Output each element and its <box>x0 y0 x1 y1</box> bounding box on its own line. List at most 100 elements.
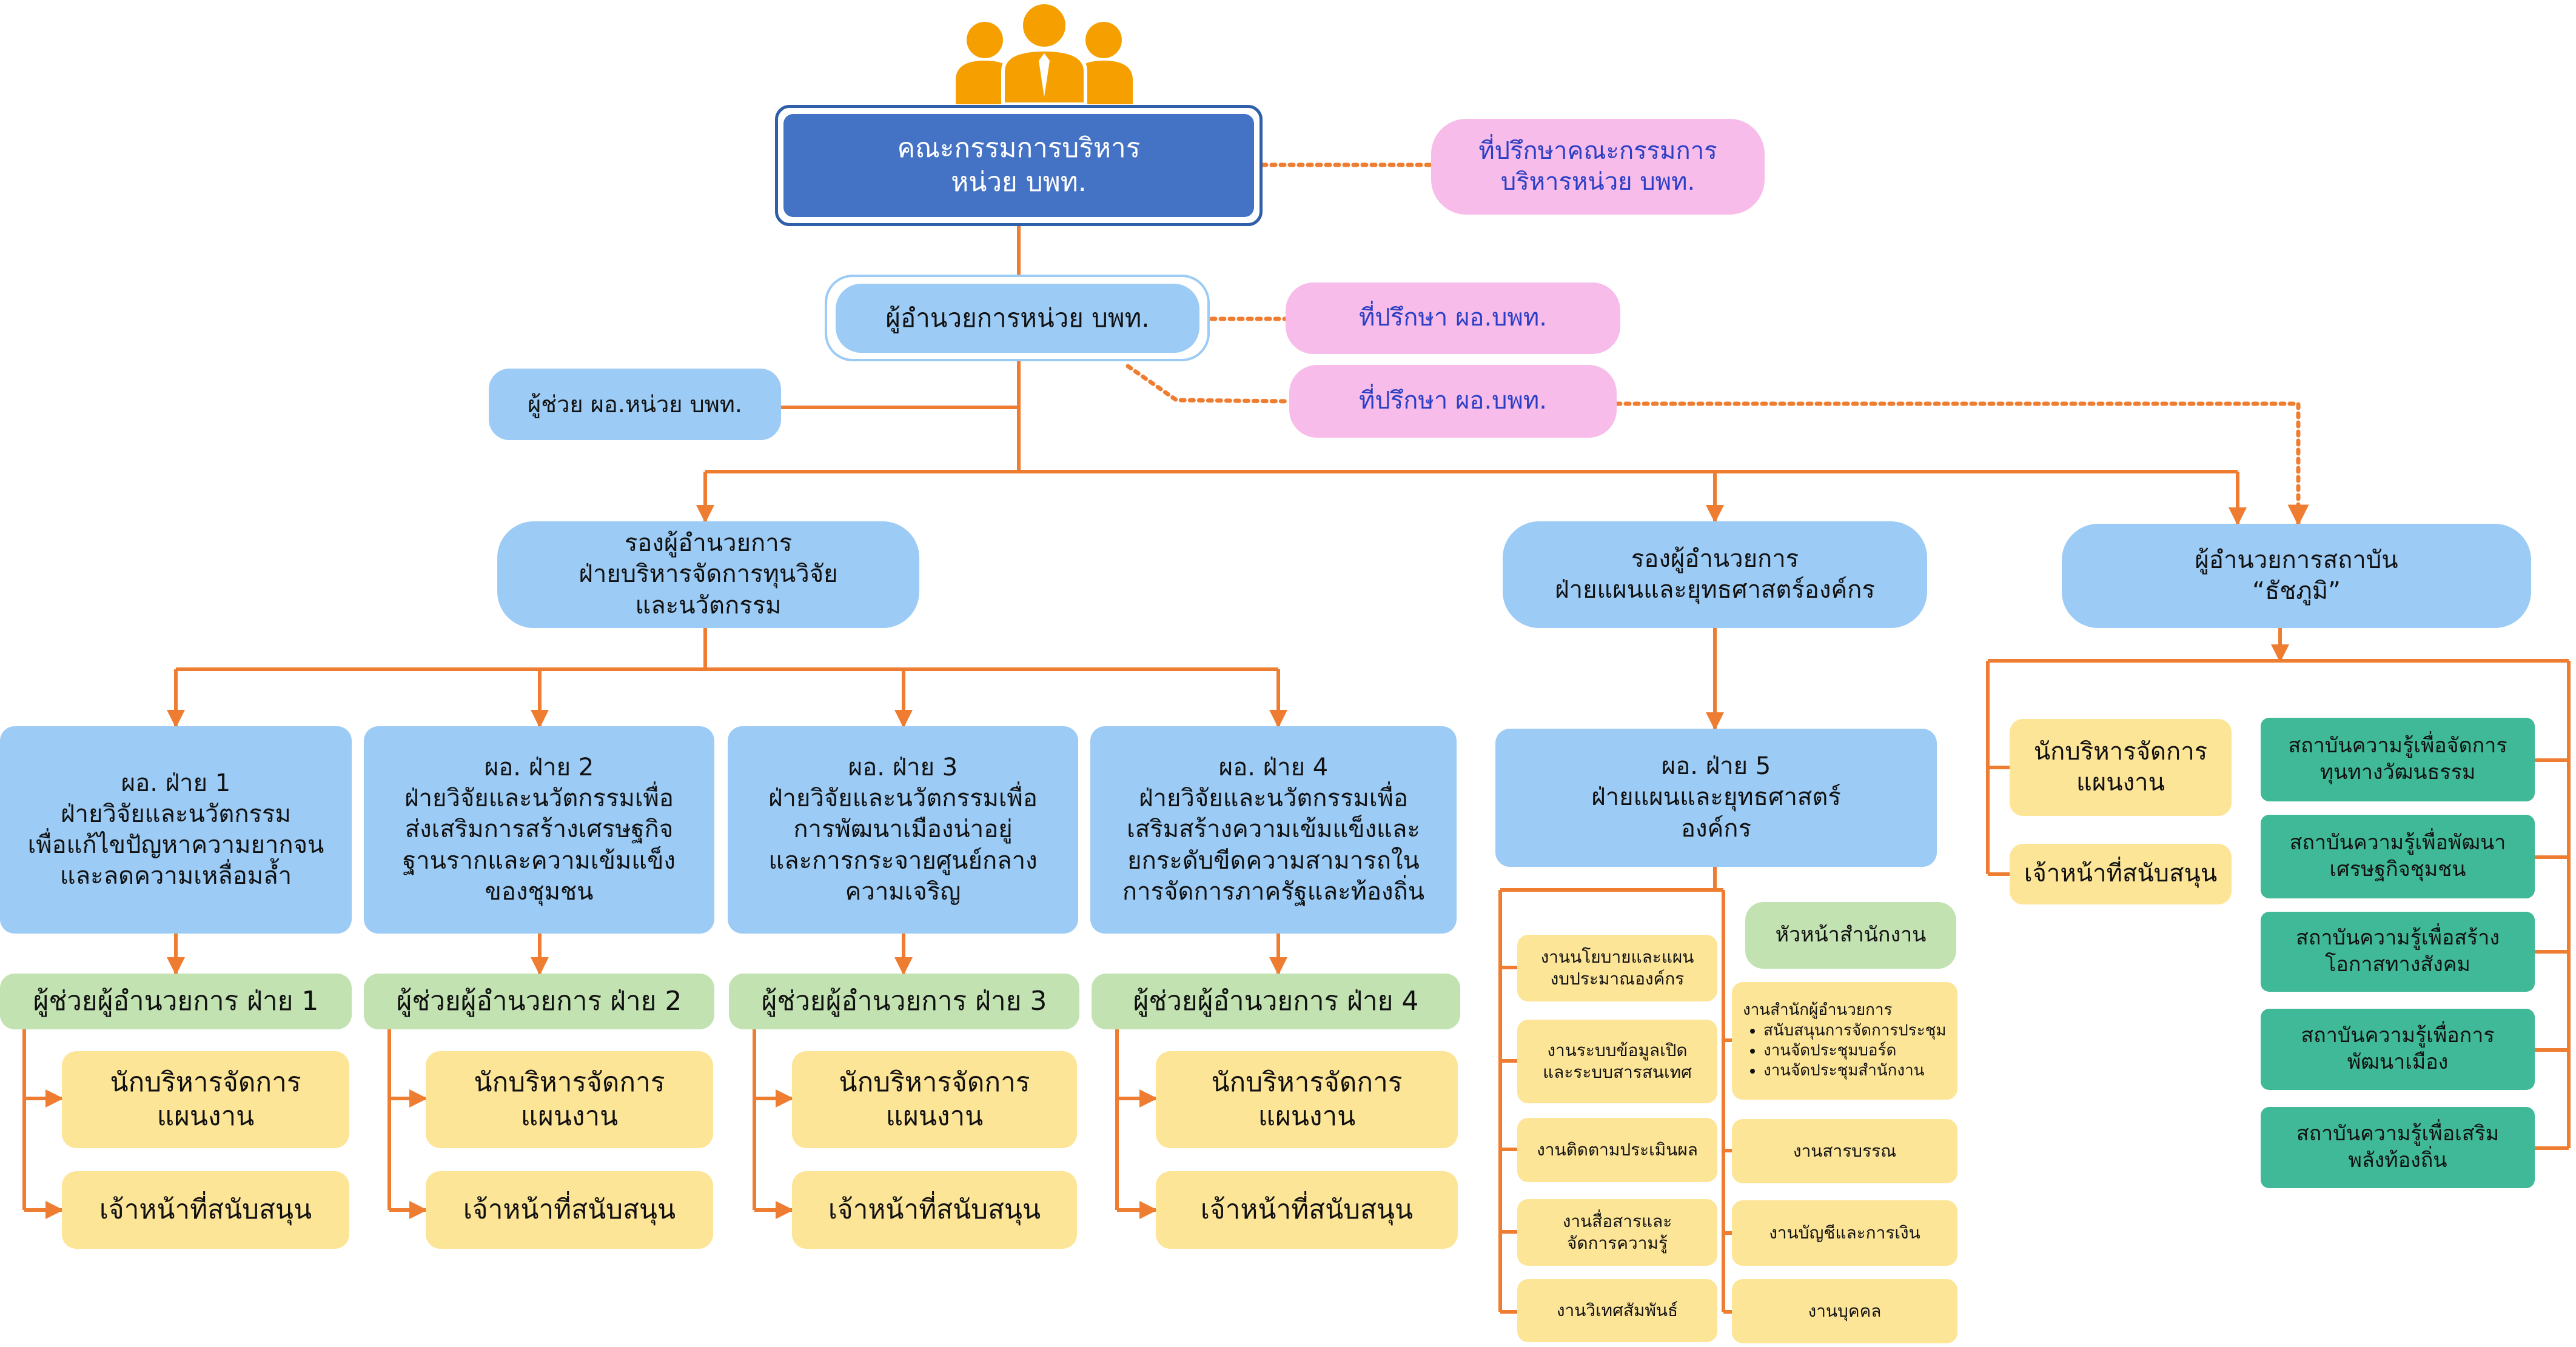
division-1-line: เพื่อแก้ไขปัญหาความยากจน <box>27 831 324 859</box>
division-1-line: ฝ่ายวิจัยและนวัตกรรม <box>61 800 291 828</box>
institute-planner-box[interactable]: นักบริหารจัดการ แผนงาน <box>2010 719 2232 816</box>
director-office-title: งานสำนักผู้อำนวยการ <box>1743 1001 1893 1020</box>
division-1-assistant-box[interactable]: ผู้ช่วยผู้อำนวยการ ฝ่าย 1 <box>0 974 352 1029</box>
director-box[interactable]: ผู้อำนวยการหน่วย บพท. <box>836 284 1199 353</box>
division-2-assistant-label: ผู้ช่วยผู้อำนวยการ ฝ่าย 2 <box>396 985 682 1017</box>
division-1-box[interactable]: ผอ. ฝ่าย 1 ฝ่ายวิจัยและนวัตกรรม เพื่อแก้… <box>0 726 352 934</box>
division-1-support-box[interactable]: เจ้าหน้าที่สนับสนุน <box>62 1171 349 1249</box>
division-2-planner-box[interactable]: นักบริหารจัดการ แผนงาน <box>426 1051 713 1148</box>
director-office-item: สนับสนุนการจัดการประชุม <box>1763 1021 1947 1041</box>
division-4-assistant-box[interactable]: ผู้ช่วยผู้อำนวยการ ฝ่าย 4 <box>1092 974 1460 1029</box>
div5-office-task-box[interactable]: งานสารบรรณ <box>1732 1119 1957 1183</box>
division-3-support-box[interactable]: เจ้าหน้าที่สนับสนุน <box>792 1171 1077 1249</box>
institute-line: โอกาสทางสังคม <box>2325 952 2470 977</box>
institute-line: สถาบันความรู้เพื่อจัดการ <box>2288 734 2507 758</box>
division-1-assistant-label: ผู้ช่วยผู้อำนวยการ ฝ่าย 1 <box>33 985 319 1017</box>
division-3-assistant-label: ผู้ช่วยผู้อำนวยการ ฝ่าย 3 <box>761 985 1047 1017</box>
division-3-assistant-box[interactable]: ผู้ช่วยผู้อำนวยการ ฝ่าย 3 <box>729 974 1079 1029</box>
office-head-box[interactable]: หัวหน้าสำนักงาน <box>1745 902 1956 969</box>
div5-task-box[interactable]: งานระบบข้อมูลเปิด และระบบสารสนเทศ <box>1517 1020 1717 1103</box>
deputy-1-box[interactable]: รองผู้อำนวยการ ฝ่ายบริหารจัดการทุนวิจัย … <box>497 521 919 628</box>
division-4-assistant-label: ผู้ช่วยผู้อำนวยการ ฝ่าย 4 <box>1133 985 1419 1017</box>
institute-box[interactable]: สถาบันความรู้เพื่อจัดการ ทุนทางวัฒนธรรม <box>2261 718 2535 801</box>
institute-director-box[interactable]: ผู้อำนวยการสถาบัน “ธัชภูมิ” <box>2062 524 2531 628</box>
deputy-2-box[interactable]: รองผู้อำนวยการ ฝ่ายแผนและยุทธศาสตร์องค์ก… <box>1503 521 1927 628</box>
division-1-planner-line: นักบริหารจัดการ <box>110 1066 301 1098</box>
board-line2: หน่วย บพท. <box>951 167 1087 198</box>
division-1-line: ผอ. ฝ่าย 1 <box>121 769 231 797</box>
assistant-director-box[interactable]: ผู้ช่วย ผอ.หน่วย บพท. <box>489 369 781 440</box>
office-head-label: หัวหน้าสำนักงาน <box>1775 923 1927 948</box>
board-advisor-line2: บริหารหน่วย บพท. <box>1500 168 1696 196</box>
division-2-support-box[interactable]: เจ้าหน้าที่สนับสนุน <box>426 1171 713 1249</box>
director-advisor-1-label: ที่ปรึกษา ผอ.บพท. <box>1358 304 1548 332</box>
div5-office-task-label: งานสารบรรณ <box>1793 1141 1897 1161</box>
division-1-planner-box[interactable]: นักบริหารจัดการ แผนงาน <box>62 1051 349 1148</box>
director-office-list: สนับสนุนการจัดการประชุม งานจัดประชุมบอร์… <box>1743 1021 1947 1081</box>
division-4-box[interactable]: ผอ. ฝ่าย 4 ฝ่ายวิจัยและนวัตกรรมเพื่อ เสร… <box>1090 726 1457 934</box>
director-advisor-box-1[interactable]: ที่ปรึกษา ผอ.บพท. <box>1286 282 1620 354</box>
division-1-support-label: เจ้าหน้าที่สนับสนุน <box>99 1194 312 1225</box>
div5-task-box[interactable]: งานนโยบายและแผน งบประมาณองค์กร <box>1517 935 1717 1001</box>
director-office-item: งานจัดประชุมสำนักงาน <box>1763 1061 1947 1081</box>
div5-task-line: งานระบบข้อมูลเปิด <box>1547 1040 1688 1061</box>
deputy-2-line2: ฝ่ายแผนและยุทธศาสตร์องค์กร <box>1555 576 1875 604</box>
institute-line: สถาบันความรู้เพื่อการ <box>2301 1023 2495 1048</box>
division-1-planner-line: แผนงาน <box>156 1101 255 1132</box>
division-3-support-label: เจ้าหน้าที่สนับสนุน <box>828 1194 1041 1225</box>
director-advisor-2-dotted-line <box>1125 364 1292 404</box>
division-3-line: ฝ่ายวิจัยและนวัตกรรมเพื่อ <box>768 784 1038 813</box>
div5-task-box[interactable]: งานติดตามประเมินผล <box>1517 1118 1717 1182</box>
institute-director-line1: ผู้อำนวยการสถาบัน <box>2195 546 2398 574</box>
institute-support-box[interactable]: เจ้าหน้าที่สนับสนุน <box>2010 844 2232 904</box>
director-office-item: งานจัดประชุมบอร์ด <box>1763 1041 1947 1061</box>
director-advisor-box-2[interactable]: ที่ปรึกษา ผอ.บพท. <box>1289 365 1617 438</box>
div5-task-line: งานติดตามประเมินผล <box>1537 1140 1698 1160</box>
board-advisor-box[interactable]: ที่ปรึกษาคณะกรรมการ บริหารหน่วย บพท. <box>1431 119 1765 215</box>
division-5-box[interactable]: ผอ. ฝ่าย 5 ฝ่ายแผนและยุทธศาสตร์ องค์กร <box>1495 729 1937 867</box>
division-4-support-box[interactable]: เจ้าหน้าที่สนับสนุน <box>1156 1171 1458 1249</box>
board-box[interactable]: คณะกรรมการบริหาร หน่วย บพท. <box>783 114 1254 217</box>
director-label: ผู้อำนวยการหน่วย บพท. <box>885 303 1150 333</box>
division-2-line: ฐานรากและความเข้มแข็ง <box>403 846 676 875</box>
director-office-box[interactable]: งานสำนักผู้อำนวยการ สนับสนุนการจัดการประ… <box>1732 982 1957 1100</box>
institute-box[interactable]: สถาบันความรู้เพื่อพัฒนา เศรษฐกิจชุมชน <box>2261 815 2535 898</box>
division-2-planner-line: นักบริหารจัดการ <box>474 1066 665 1098</box>
deputy-2-line1: รองผู้อำนวยการ <box>1631 544 1799 573</box>
deputy-1-line2: ฝ่ายบริหารจัดการทุนวิจัย <box>579 560 838 589</box>
institute-support-label: เจ้าหน้าที่สนับสนุน <box>2024 860 2218 888</box>
div5-office-task-box[interactable]: งานบุคคล <box>1732 1279 1957 1343</box>
institute-box[interactable]: สถาบันความรู้เพื่อการ พัฒนาเมือง <box>2261 1009 2535 1090</box>
board-line1: คณะกรรมการบริหาร <box>897 132 1141 164</box>
assistant-director-label: ผู้ช่วย ผอ.หน่วย บพท. <box>528 390 742 418</box>
division-3-line: ความเจริญ <box>845 877 961 906</box>
institute-line: พัฒนาเมือง <box>2347 1050 2449 1074</box>
division-5-line: องค์กร <box>1680 814 1751 843</box>
div5-task-line: งบประมาณองค์กร <box>1550 969 1685 989</box>
div5-office-task-box[interactable]: งานบัญชีและการเงิน <box>1732 1200 1957 1266</box>
division-2-line: ผอ. ฝ่าย 2 <box>484 754 594 782</box>
division-2-planner-line: แผนงาน <box>520 1101 619 1132</box>
division-2-box[interactable]: ผอ. ฝ่าย 2 ฝ่ายวิจัยและนวัตกรรมเพื่อ ส่ง… <box>364 726 714 934</box>
deputy-1-line1: รองผู้อำนวยการ <box>624 529 793 558</box>
institute-line: เศรษฐกิจชุมชน <box>2329 857 2466 881</box>
division-2-support-label: เจ้าหน้าที่สนับสนุน <box>463 1194 676 1225</box>
div5-task-box[interactable]: งานสื่อสารและ จัดการความรู้ <box>1517 1199 1717 1266</box>
division-3-planner-line: นักบริหารจัดการ <box>839 1066 1030 1098</box>
division-4-line: ฝ่ายวิจัยและนวัตกรรมเพื่อ <box>1139 784 1408 813</box>
div5-task-box[interactable]: งานวิเทศสัมพันธ์ <box>1517 1279 1717 1342</box>
institute-box[interactable]: สถาบันความรู้เพื่อสร้าง โอกาสทางสังคม <box>2261 912 2535 992</box>
division-4-planner-line: นักบริหารจัดการ <box>1211 1066 1403 1098</box>
division-2-assistant-box[interactable]: ผู้ช่วยผู้อำนวยการ ฝ่าย 2 <box>364 974 714 1029</box>
division-1-line: และลดความเหลื่อมล้ำ <box>59 862 292 891</box>
institute-line: สถาบันความรู้เพื่อพัฒนา <box>2289 831 2506 855</box>
institute-planner-line: นักบริหารจัดการ <box>2033 737 2208 766</box>
division-4-planner-box[interactable]: นักบริหารจัดการ แผนงาน <box>1156 1051 1458 1148</box>
division-4-line: เสริมสร้างความเข้มแข็งและ <box>1127 815 1420 844</box>
div5-office-task-label: งานบัญชีและการเงิน <box>1769 1223 1920 1243</box>
div5-task-line: งานสื่อสารและ <box>1562 1211 1672 1232</box>
division-3-box[interactable]: ผอ. ฝ่าย 3 ฝ่ายวิจัยและนวัตกรรมเพื่อ การ… <box>728 726 1078 934</box>
institute-box[interactable]: สถาบันความรู้เพื่อเสริม พลังท้องถิ่น <box>2261 1107 2535 1188</box>
deputy-1-line3: และนวัตกรรม <box>635 591 782 620</box>
division-3-planner-box[interactable]: นักบริหารจัดการ แผนงาน <box>792 1051 1077 1148</box>
